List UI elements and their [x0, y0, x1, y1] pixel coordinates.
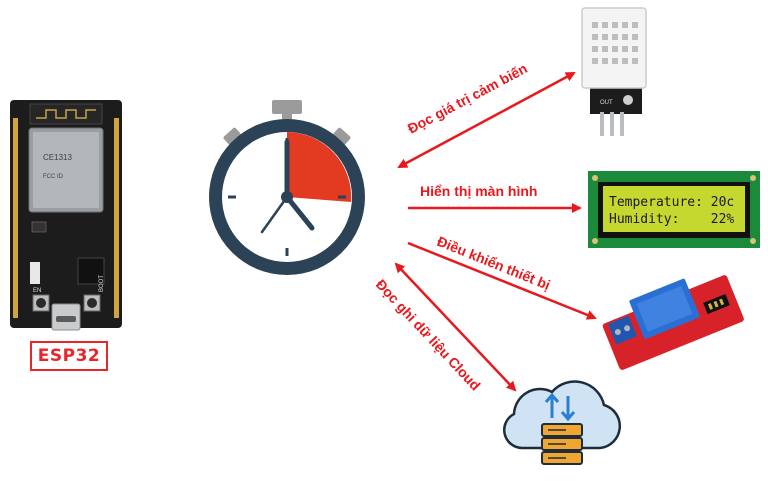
pin-header-left — [13, 118, 18, 318]
esp32-label: ESP32 — [30, 341, 108, 371]
arrows — [394, 71, 597, 392]
esp32-board: CE1313 FCC ID BOOT EN — [10, 100, 122, 331]
chip-text-1: CE1313 — [43, 153, 72, 162]
pin-header-right — [114, 118, 119, 318]
chip-text-2: FCC ID — [43, 174, 64, 180]
arrow-cloud — [394, 262, 517, 392]
arrow-read-sensor — [397, 71, 576, 169]
lcd-line-1: Temperature: 20c — [609, 195, 734, 210]
dht22-sensor: OUT — [581, 7, 647, 136]
label-cloud: Đọc ghi dữ liệu Cloud — [373, 276, 484, 393]
en-label: EN — [33, 288, 41, 294]
label-control: Điều khiển thiết bị — [435, 233, 553, 293]
label-display: Hiển thị màn hình — [420, 183, 537, 199]
label-read-sensor: Đọc giá trị cảm biến — [405, 60, 530, 137]
stopwatch-icon — [209, 100, 365, 275]
boot-label: BOOT — [99, 275, 105, 292]
relay-module — [602, 275, 744, 370]
sensor-pin-label: OUT — [600, 100, 613, 106]
lcd-line-2: Humidity: 22% — [609, 212, 734, 227]
lcd-display: Temperature: 20c Humidity: 22% — [588, 171, 760, 248]
cloud-server-icon — [503, 380, 621, 465]
